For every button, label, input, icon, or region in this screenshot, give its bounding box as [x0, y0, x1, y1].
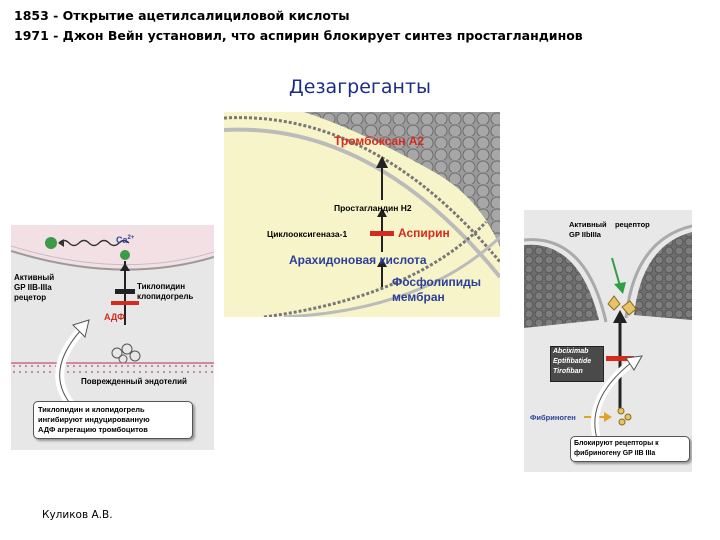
gp-inhibition-bar [606, 356, 634, 361]
receptor-molecule-icon [607, 295, 621, 311]
drug-item-tirofiban: Tirofiban [553, 368, 583, 375]
left-note-box: Тиклопидин и клопидогрель ингибируют инд… [33, 401, 193, 439]
slide-title: Дезагреганты [288, 76, 432, 98]
right-note-box: Блокируют рецепторы к фибриногену GP IIB… [570, 436, 690, 462]
receptor-label: Активный GP IIB-IIIa рецетор [14, 273, 55, 302]
adp-pathway-illustration [11, 225, 214, 414]
header-line-1: 1853 - Открытие ацетилсалициловой кислот… [14, 8, 350, 23]
aspirin-pathway-panel: Тромбоксан А2 Простагландин H2 Циклоокси… [224, 112, 500, 317]
thromboxane-label: Тромбоксан А2 [334, 134, 425, 148]
drug-item-eptifibatide: Eptifibatide [553, 358, 592, 365]
inhibition-bar [111, 301, 139, 305]
drug-label: Тиклопидин клопидогрель [137, 282, 194, 301]
aspirin-label: Аспирин [398, 226, 450, 240]
aspirin-inhibition-bar [370, 231, 394, 236]
gp-receptor-panel: Активный рецептор GP IIbIIIa Abciximab E… [524, 210, 692, 472]
phospholipids-label: Фосфолипиды мембран [392, 275, 481, 304]
calcium-label: Ca2+ [116, 235, 135, 245]
arachidonic-acid-label: Арахидоновая кислота [289, 253, 427, 267]
author-label: Куликов А.В. [42, 509, 113, 521]
drug-item-abciximab: Abciximab [553, 348, 589, 355]
cox-label: Циклооксигеназа-1 [267, 229, 348, 239]
header-line-2: 1971 - Джон Вейн установил, что аспирин … [14, 28, 583, 43]
green-receptor-icon [45, 237, 57, 249]
adp-pathway-panel: Ca2+ Активный GP IIB-IIIa рецетор Тиклоп… [11, 225, 214, 450]
fibrinogen-molecule-icon [617, 407, 625, 415]
gp-receptor-label: Активный рецептор GP IIbIIIa [569, 220, 650, 239]
aspirin-pathway-illustration [224, 112, 500, 317]
endothelium-label: Поврежденный эндотелий [81, 377, 187, 386]
ca-channel-icon [120, 250, 130, 260]
fibrinogen-label: Фибриноген [530, 413, 576, 422]
gp-receptor-illustration [524, 224, 692, 444]
adp-label: АДФ [104, 312, 125, 322]
prostaglandin-label: Простагландин H2 [334, 203, 412, 213]
drug-list-box: Abciximab Eptifibatide Tirofiban [550, 346, 604, 382]
